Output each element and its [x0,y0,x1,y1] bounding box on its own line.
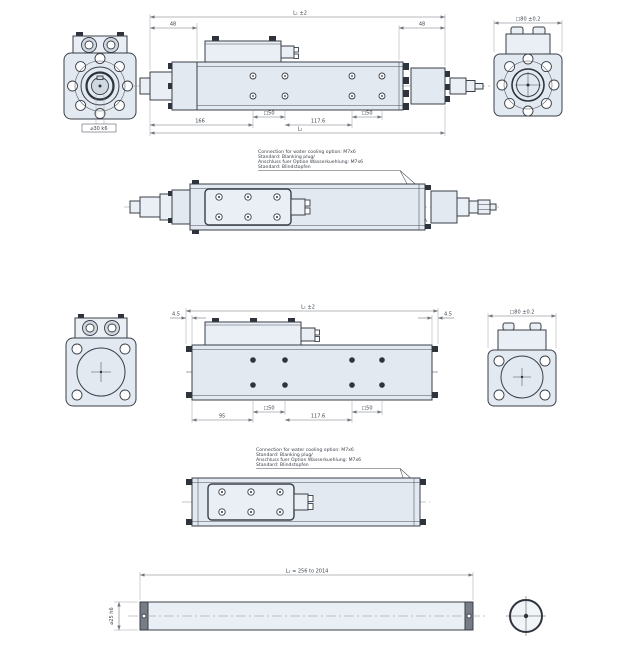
dim-45-right-label: 4.5 [444,312,452,318]
dim-166-label: 166 [195,119,205,125]
dim-l1-label: L₁ ±2 [293,11,307,17]
dim-117-label: 117.6 [311,119,325,125]
top-view-flat-variant: Connection for water cooling option: M7x… [182,447,430,527]
dim-sq50-label: □50 [263,111,274,117]
mounting-holes [250,357,385,388]
slider-rod-view: L₂ = 256 to 2014 ⌀25 h6 [109,569,546,636]
annotation-line-1: Connection for water cooling option: M7x… [256,447,354,453]
rod-diameter-label: ⌀25 h6 [109,607,115,624]
dim-sq50-label: □50 [361,111,372,117]
dim-45-left-label: 4.5 [172,312,180,318]
annotation-line-3: Anschluss fuer Option Wasserkuehlung: M7… [258,159,363,165]
annotation-line-3: Anschluss fuer Option Wasserkuehlung: M7… [256,457,361,463]
front-view-shaft-variant: ⌀30 k6 [63,32,137,133]
annotation-line-1: Connection for water cooling option: M7x… [258,149,356,155]
front-view-flat-variant [65,314,137,407]
dim-95-label: 95 [219,414,225,420]
dim-sq80-label: □80 ±0.2 [516,17,541,23]
mounting-holes [249,72,386,100]
annotation-line-4: Standard: Blindstopfen [256,462,309,468]
dim-sq50-label: □50 [361,406,372,412]
dim-sq50-label: □50 [263,406,274,412]
dim-l2-range-label: L₂ = 256 to 2014 [286,569,329,575]
dim-sq80-label: □80 ±0.2 [510,310,535,316]
shaft-diameter-label: ⌀30 k6 [90,126,107,132]
end-view-shaft-variant: □80 ±0.2 [493,17,563,117]
annotation-line-4: Standard: Blindstopfen [258,164,311,170]
rod-end-view [506,596,546,636]
dim-48-left-label: 48 [170,22,176,28]
cooling-annotation: Connection for water cooling option: M7x… [258,149,428,223]
top-view-shaft-variant: Connection for water cooling option: M7x… [124,149,500,234]
annotation-line-2: Standard: Blanking plug/ [256,452,313,458]
side-view-flat-variant: L₁ ±2 4.5 4.5 □50 □50 95 117.6 [170,305,454,423]
dim-l2-ref-label: L₂ [298,127,303,133]
annotation-line-2: Standard: Blanking plug/ [258,154,315,160]
dim-l1-label: L₁ ±2 [301,305,315,311]
dim-117-label: 117.6 [311,414,325,420]
dim-48-right-label: 48 [419,22,425,28]
end-view-flat-variant: □80 ±0.2 [487,310,557,407]
side-view-shaft-variant: L₁ ±2 48 48 □50 □50 166 117.6 L₂ [133,11,492,136]
